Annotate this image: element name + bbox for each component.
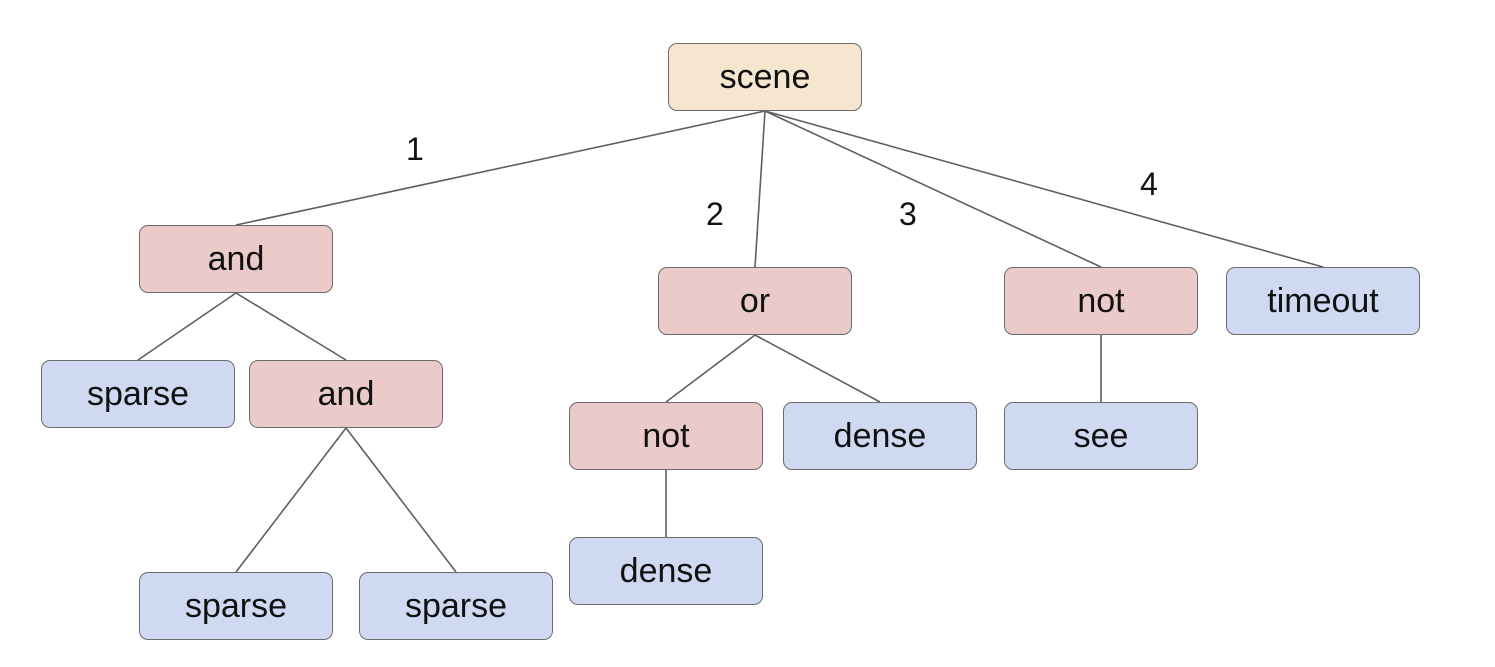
edge-label-4: 4 (1140, 166, 1158, 202)
edge-scene-and1 (235, 110, 766, 226)
edge-and2-sparse3 (345, 427, 457, 573)
edge-scene-or1 (754, 110, 766, 268)
edge-and2-sparse2 (235, 427, 347, 573)
edge-scene-not2 (764, 110, 1102, 268)
edge-or1-not1 (665, 334, 756, 403)
node-dense-1: dense (569, 537, 763, 605)
edge-scene-timeout (764, 110, 1324, 268)
node-and-2: and (249, 360, 443, 428)
node-and-1: and (139, 225, 333, 293)
node-scene: scene (668, 43, 862, 111)
node-not-1: not (569, 402, 763, 470)
edge-or1-dense2 (754, 334, 881, 403)
node-dense-2: dense (783, 402, 977, 470)
node-sparse-1: sparse (41, 360, 235, 428)
edge-label-3: 3 (899, 196, 917, 232)
node-or: or (658, 267, 852, 335)
edge-and1-and2 (235, 292, 347, 361)
edge-label-1: 1 (406, 131, 424, 167)
node-timeout: timeout (1226, 267, 1420, 335)
node-see: see (1004, 402, 1198, 470)
node-not-2: not (1004, 267, 1198, 335)
edge-and1-sparse1 (137, 292, 237, 361)
edge-label-2: 2 (706, 196, 724, 232)
node-sparse-3: sparse (359, 572, 553, 640)
node-sparse-2: sparse (139, 572, 333, 640)
